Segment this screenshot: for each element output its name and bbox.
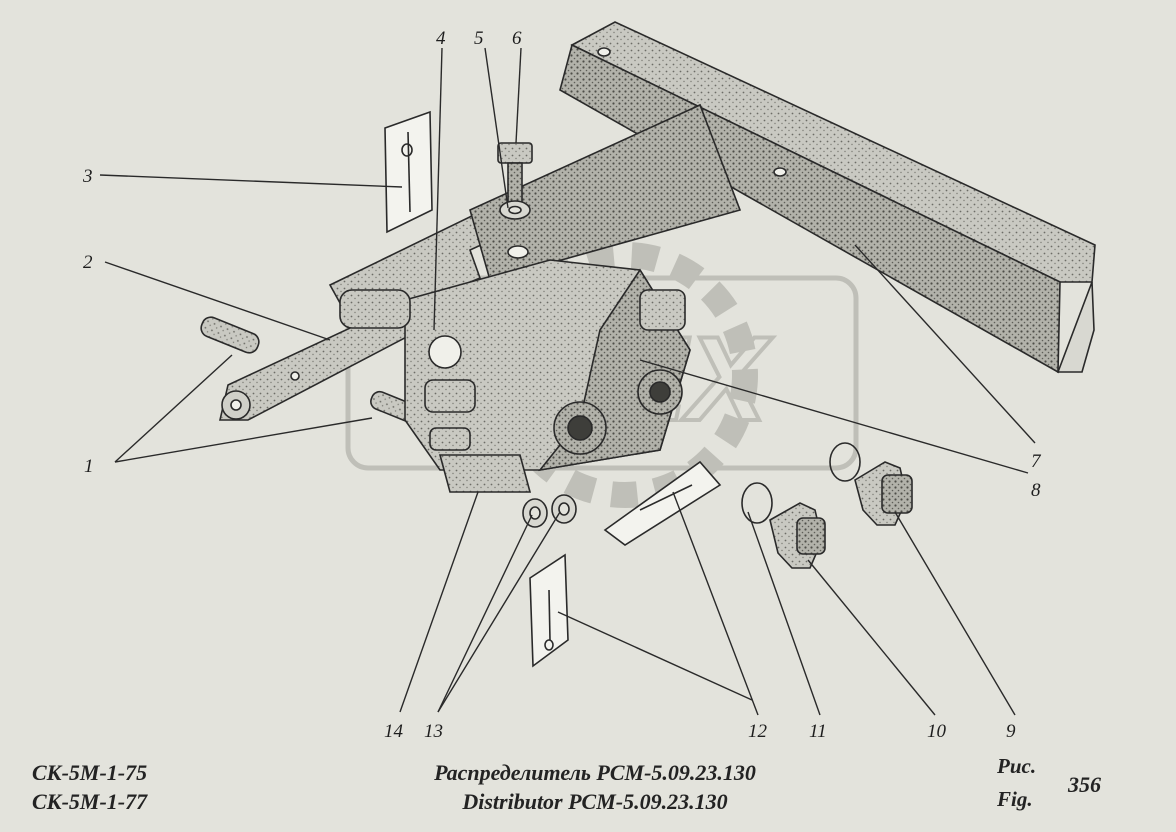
figure-label-ru: Рис.	[997, 754, 1037, 778]
figure-number: 356	[1068, 772, 1101, 797]
fitting-part-10	[769, 502, 826, 569]
model-code-1: СК-5М-1-75	[32, 760, 148, 785]
model-code-2: СК-5М-1-77	[32, 789, 148, 814]
figure-label: Рис. Fig.	[997, 750, 1036, 816]
callout-13: 13	[424, 721, 443, 742]
title-ru: Распределитель РСМ-5.09.23.130	[434, 760, 756, 785]
callout-2: 2	[83, 252, 93, 273]
lever-part-2	[218, 298, 421, 421]
callout-14: 14	[384, 721, 404, 742]
o-ring-part-11	[741, 442, 861, 524]
figure-title: Распределитель РСМ-5.09.23.130 Distribut…	[385, 758, 805, 816]
fitting-part-9	[854, 461, 913, 526]
callout-5: 5	[474, 28, 484, 49]
callout-8: 8	[1031, 480, 1041, 501]
washer-part-5	[499, 200, 531, 220]
callout-6: 6	[512, 28, 522, 49]
cotter-pin-card-part-12	[603, 460, 722, 546]
callout-3: 3	[82, 166, 93, 187]
washer-part-13	[522, 494, 577, 528]
callout-7: 7	[1031, 451, 1042, 472]
callout-10: 10	[927, 721, 947, 742]
cotter-pin-card-vertical	[529, 553, 569, 668]
callout-4: 4	[436, 28, 446, 49]
model-codes: СК-5М-1-75 СК-5М-1-77	[32, 758, 147, 816]
bolt-part-6	[497, 142, 533, 204]
callout-12: 12	[748, 721, 768, 742]
leader-lines	[99, 47, 1036, 716]
callout-11: 11	[809, 721, 827, 742]
callout-9: 9	[1006, 721, 1016, 742]
figure-label-en: Fig.	[997, 787, 1033, 811]
distributor-body	[339, 259, 691, 493]
title-en: Distributor РСМ-5.09.23.130	[462, 789, 728, 814]
cotter-pin-card-part-3	[384, 110, 433, 234]
callout-1: 1	[84, 456, 94, 477]
